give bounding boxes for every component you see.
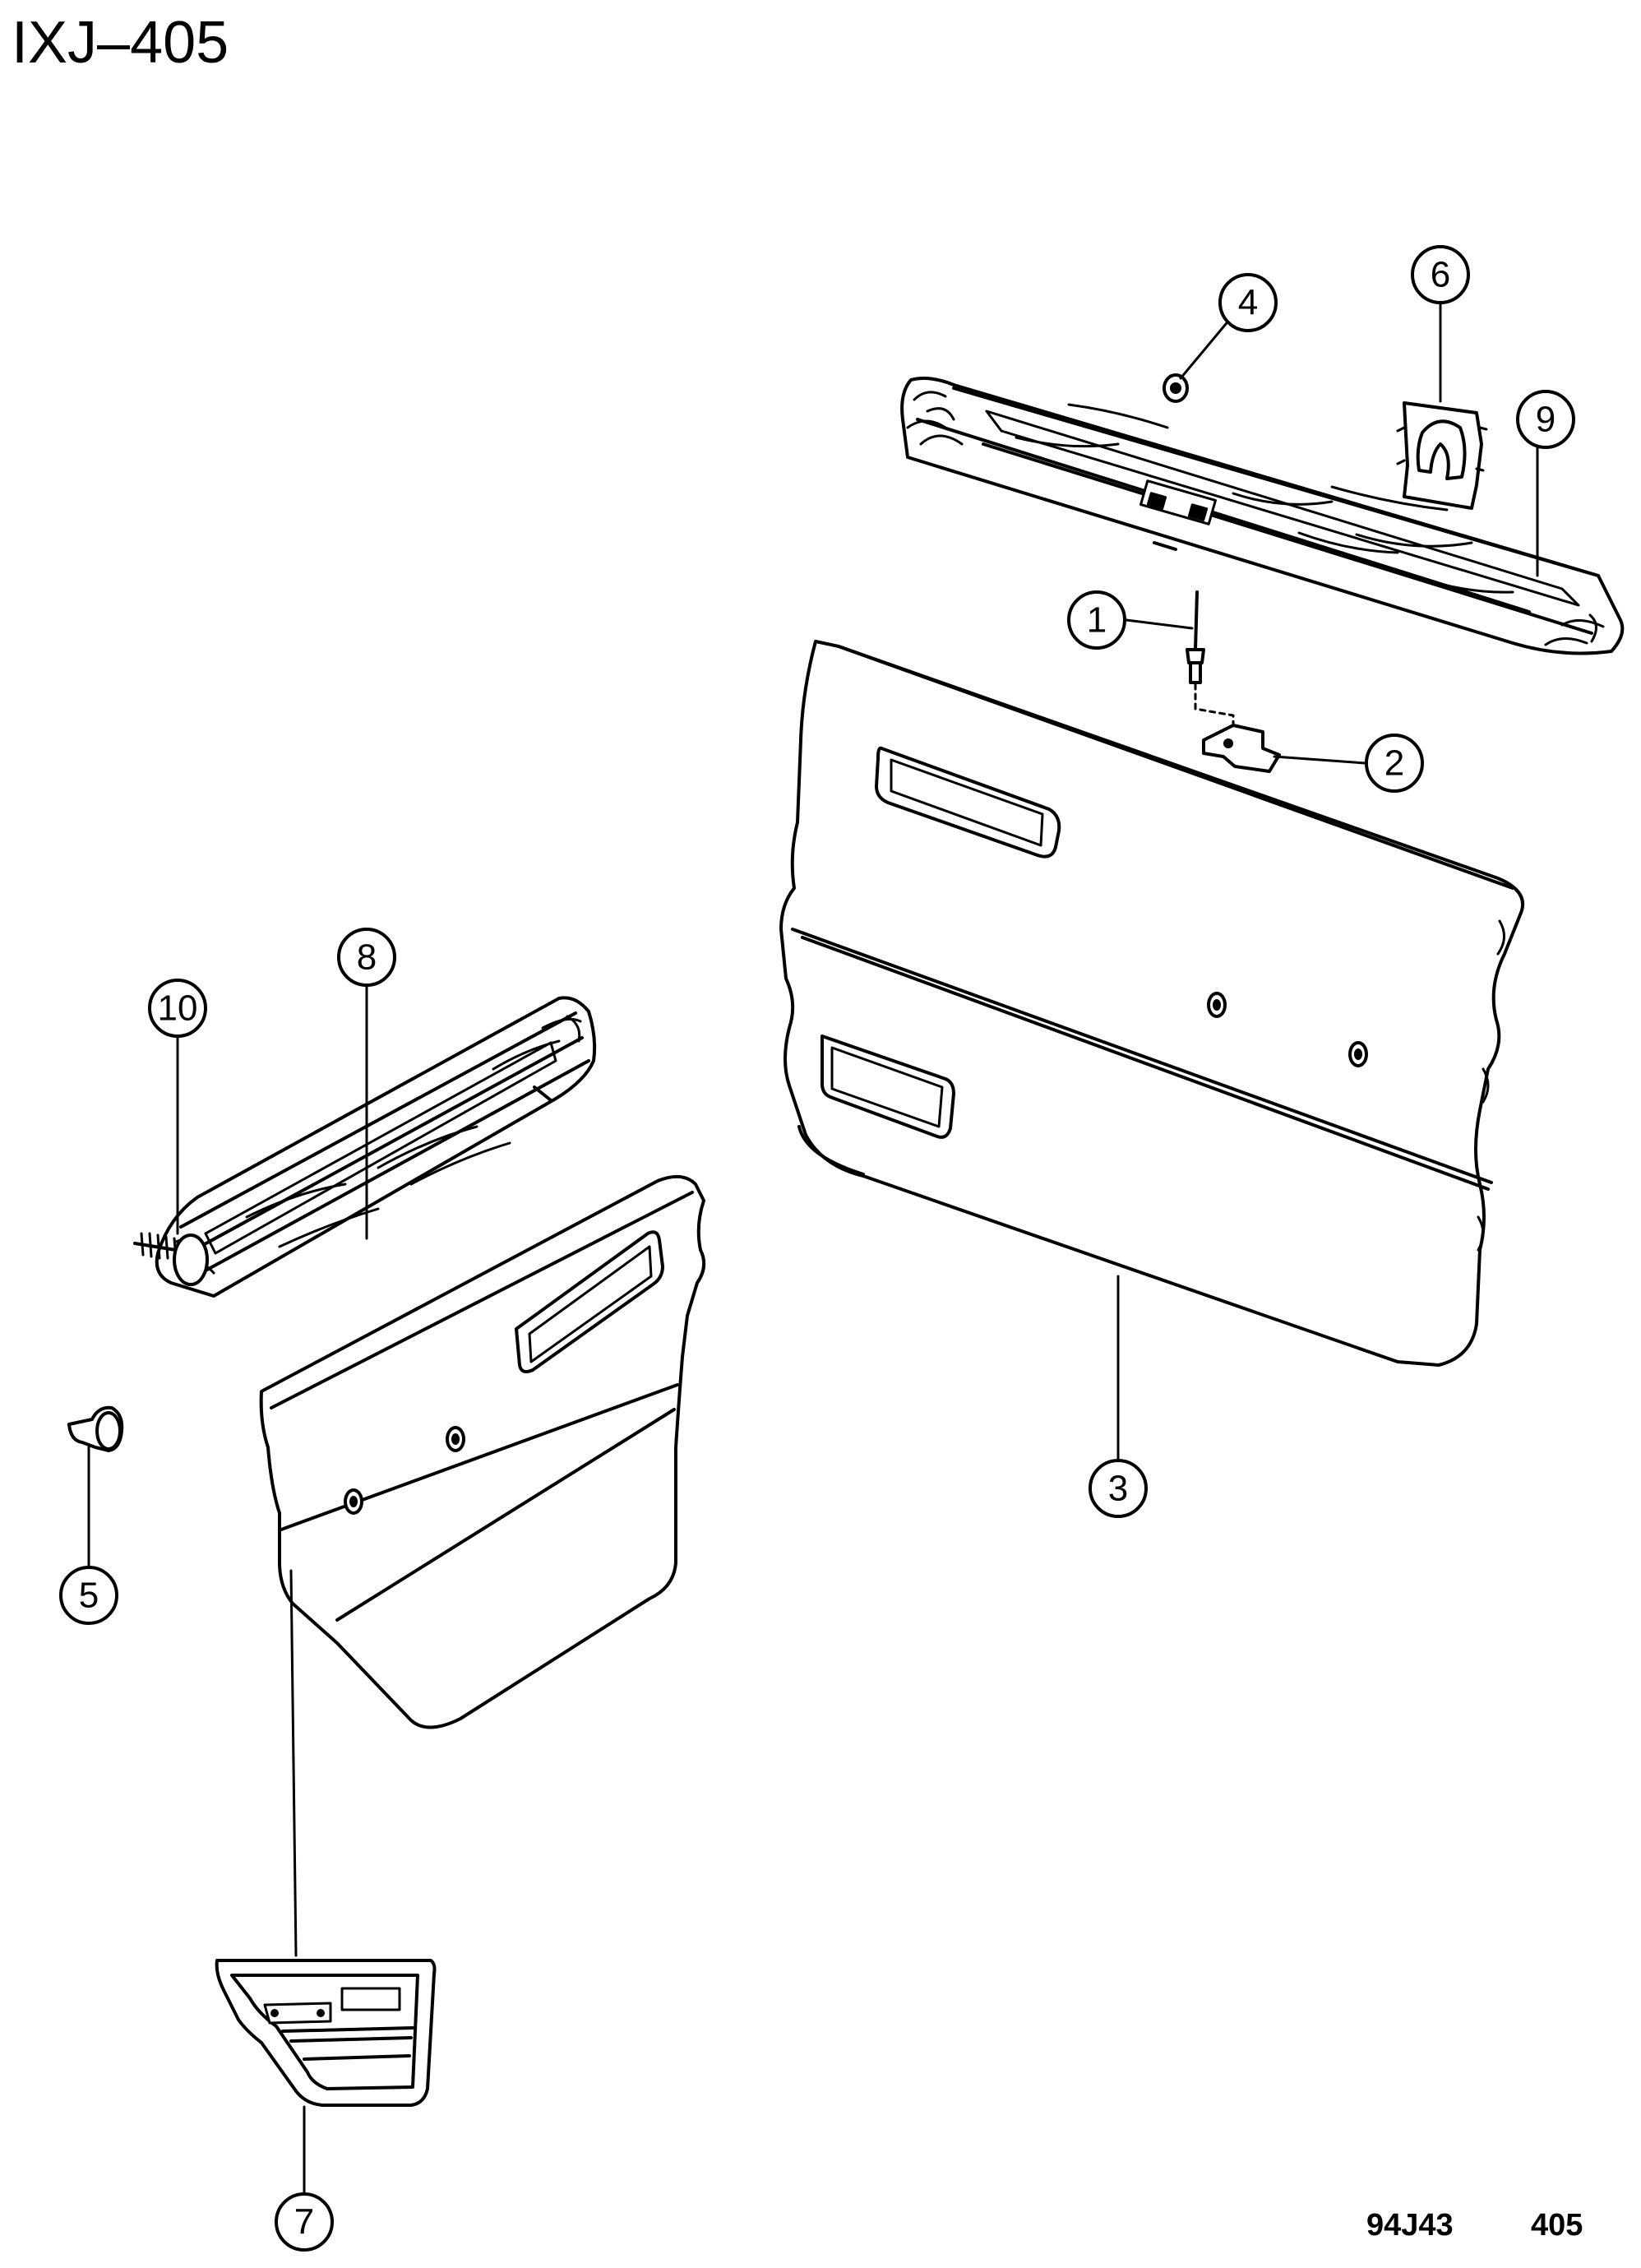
part-1-pin xyxy=(1186,590,1235,725)
callout-10: 10 xyxy=(148,979,207,1038)
callout-6: 6 xyxy=(1411,245,1470,304)
part-9-upper-trim xyxy=(900,377,1625,655)
part-2-bracket xyxy=(1202,724,1281,773)
part-3-front-panel xyxy=(779,640,1524,1367)
part-8-lower-trim xyxy=(155,996,597,1298)
part-4-clip xyxy=(1163,373,1189,403)
figure-ref-left: 94J43 xyxy=(1366,2208,1454,2243)
svg-text:2: 2 xyxy=(1384,743,1404,784)
callout-1: 1 xyxy=(1067,590,1126,650)
callout-9: 9 xyxy=(1516,390,1575,449)
callout-4: 4 xyxy=(1218,273,1278,332)
svg-text:6: 6 xyxy=(1431,255,1450,295)
diagram-code: IXJ–405 xyxy=(12,10,229,76)
svg-text:1: 1 xyxy=(1087,600,1107,641)
part-10-screw xyxy=(133,1232,209,1286)
svg-text:10: 10 xyxy=(158,988,198,1029)
svg-text:9: 9 xyxy=(1536,400,1555,440)
leader-lines xyxy=(87,303,1539,2196)
callout-7: 7 xyxy=(275,2192,334,2252)
part-5-clip xyxy=(67,1405,124,1452)
callout-2: 2 xyxy=(1365,734,1424,793)
part-6-retainer xyxy=(1396,401,1488,510)
svg-text:8: 8 xyxy=(357,937,377,978)
callout-5: 5 xyxy=(59,1566,118,1625)
svg-text:4: 4 xyxy=(1238,283,1258,323)
svg-text:5: 5 xyxy=(79,1576,99,1616)
callout-3: 3 xyxy=(1089,1459,1148,1518)
callout-8: 8 xyxy=(337,928,396,987)
svg-text:7: 7 xyxy=(294,2202,314,2243)
figure-ref-right: 405 xyxy=(1531,2208,1583,2243)
svg-text:3: 3 xyxy=(1108,1469,1128,1509)
rear-door-panel xyxy=(259,1174,706,1729)
part-7-bin xyxy=(215,1959,437,2107)
